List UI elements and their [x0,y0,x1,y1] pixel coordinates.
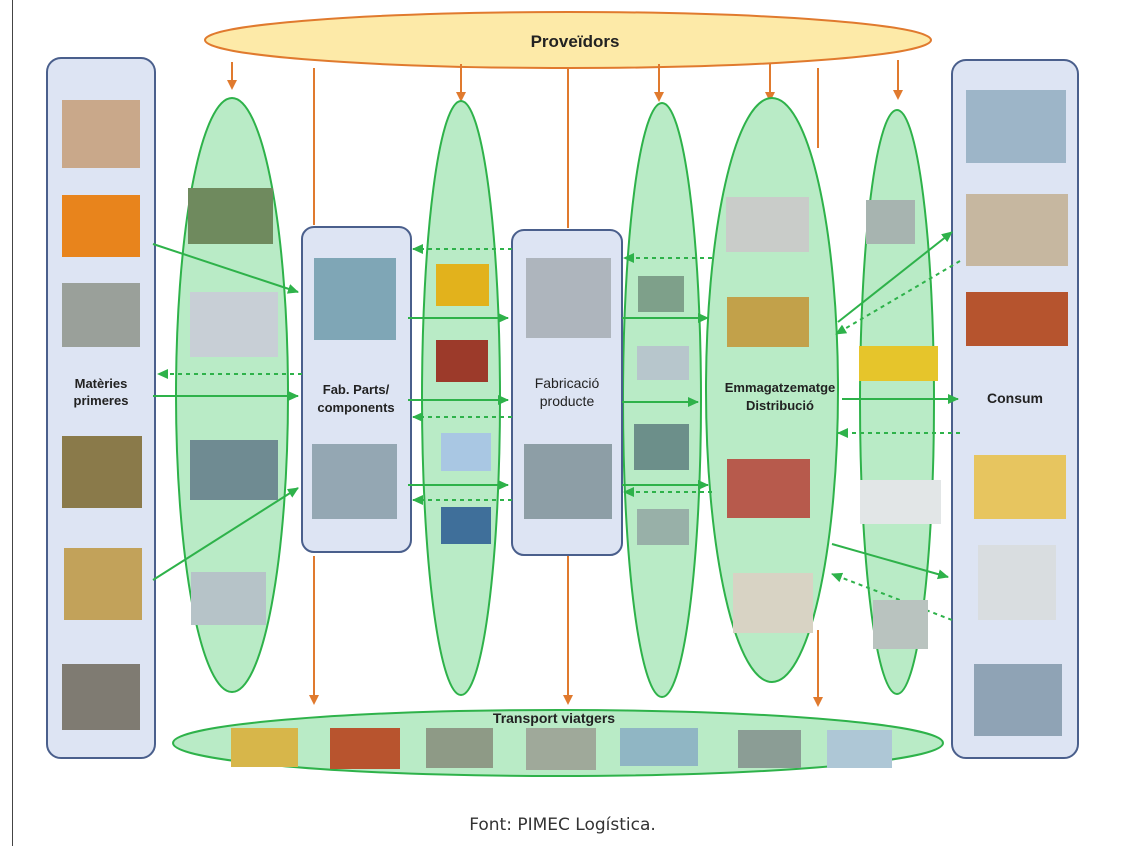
photo-warehouse-interior [726,197,809,252]
photo-warehouse-building [733,573,813,633]
photo-freight-train [188,188,273,244]
photo-machine [526,258,611,338]
passenger-transport-label: Transport viatgers [493,710,615,726]
transport-band-5 [859,109,935,695]
photo-car-traffic [738,730,801,768]
provider-arrows [227,60,903,228]
photo-van [866,200,915,244]
photo-factory-plant [314,258,396,340]
photo-city-aerial [974,664,1062,736]
page-border-line [12,0,13,846]
photo-yellow-truck [436,264,489,306]
photo-trucks [638,276,684,312]
band4-photos [859,200,941,649]
product-photos [524,258,612,519]
transport-band-3 [622,102,702,698]
photo-buildings [966,90,1066,163]
photo-shopper-bags [974,455,1066,519]
flow-arrows [152,231,959,581]
passenger-photos [231,728,892,770]
photo-cargo-plane [191,572,266,625]
photo-bus [330,728,400,769]
source-caption: Font: PIMEC Logística. [469,815,656,835]
photo-delivery-truck [873,600,928,649]
photo-sand-grain [62,100,140,168]
photo-train-station [426,728,493,768]
transport-band-2 [421,100,501,696]
photo-container-ship [441,507,491,544]
photo-market-stall [966,292,1068,346]
raw-materials-photos [62,100,142,730]
photo-oranges [62,195,140,257]
band1-photos [188,188,278,625]
consumption-box [951,59,1079,759]
photo-ferry [620,728,698,766]
photo-silos [312,444,397,519]
consumption-label: Consum [987,390,1043,406]
photo-container-terminal [727,459,810,518]
photo-supermarket [966,194,1068,266]
photo-white-van [860,480,941,524]
photo-airplane [441,433,491,471]
band3-photos [634,276,689,545]
photo-truck [190,292,278,357]
photo-truck-road [637,346,689,380]
parts-label: Fab. Parts/components [317,382,394,415]
photo-cargo-ship [190,440,278,500]
photo-red-train [436,340,488,382]
band2-photos [436,264,491,544]
providers-label: Proveïdors [531,32,620,51]
photo-coal-wood [62,436,142,508]
photo-sheep [62,283,140,347]
photo-trucks-row [637,509,689,545]
photo-tram [526,728,596,770]
photo-stones [62,664,140,730]
photo-laptop-shopping [978,545,1056,620]
photo-taxi [231,728,298,767]
photo-industrial-park [524,444,612,519]
photo-wheat-field [64,548,142,620]
return-arrows [157,244,961,621]
warehouse-photos [726,197,813,633]
consumption-photos [966,90,1068,736]
photo-port [634,424,689,470]
photo-yellow-van [859,346,938,381]
photo-airplane-passenger [827,730,892,768]
photo-forklifts [727,297,809,347]
passenger-arrows [309,556,823,707]
parts-photos [312,258,397,519]
